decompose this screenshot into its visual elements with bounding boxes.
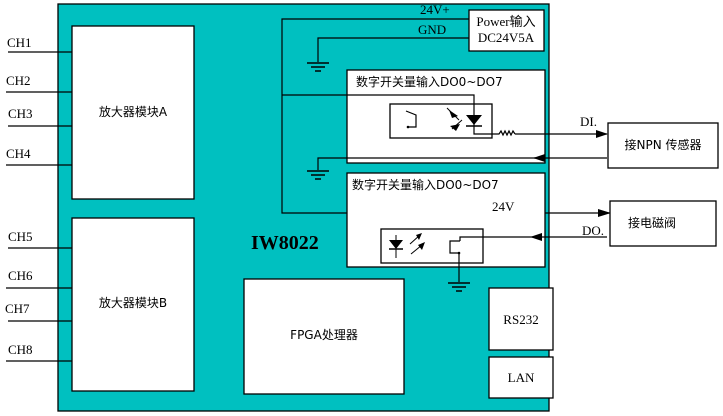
- lan-port-block: LAN: [488, 356, 554, 399]
- power-input-block: Power输入 DC24V5A: [468, 9, 545, 52]
- resistor-icon: [492, 129, 516, 137]
- dout-24v-label: 24V: [492, 199, 515, 214]
- channel-label: CH5: [8, 229, 33, 244]
- di-signal-label: DI.: [580, 114, 597, 129]
- amp-b-label: 放大器模块B: [99, 295, 167, 310]
- npn-sensor-block: 接NPN 传感器: [607, 122, 719, 169]
- channel-inputs-b: CH5 CH6 CH7 CH8: [5, 229, 72, 362]
- power-label-line1: Power输入: [476, 14, 535, 29]
- dout-title: 数字开关量输入DO0~DO7: [352, 177, 499, 192]
- do-signal-wire: [459, 236, 607, 241]
- device-model-title: IW8022: [251, 232, 319, 254]
- channel-label: CH4: [6, 146, 31, 161]
- optocoupler-icon: [380, 228, 484, 264]
- din-supply-wire: [282, 94, 492, 135]
- amplifier-module-a: 放大器模块A: [71, 25, 195, 200]
- channel-label: CH1: [7, 35, 32, 50]
- rs232-label: RS232: [503, 312, 538, 327]
- arrow-icon: [598, 209, 611, 217]
- arrow-icon: [530, 233, 542, 241]
- channel-inputs-a: CH1 CH2 CH3 CH4: [6, 35, 72, 166]
- npn-label: 接NPN 传感器: [624, 137, 701, 152]
- gnd-wire: [317, 37, 469, 62]
- din-title: 数字开关量输入DO0~DO7: [356, 74, 503, 89]
- solenoid-valve-block: 接电磁阀: [609, 200, 717, 247]
- amplifier-module-b: 放大器模块B: [71, 217, 195, 392]
- lan-label: LAN: [508, 370, 535, 385]
- channel-label: CH6: [8, 268, 33, 283]
- do-signal-label: DO.: [582, 223, 604, 238]
- channel-label: CH3: [8, 106, 33, 121]
- gnd-label: GND: [418, 22, 446, 37]
- digital-input-block: 数字开关量输入DO0~DO7: [346, 69, 546, 164]
- amp-a-label: 放大器模块A: [99, 104, 168, 119]
- channel-label: CH8: [8, 342, 33, 357]
- fpga-label: FPGA处理器: [290, 328, 358, 342]
- din-ground-wire: [317, 157, 545, 170]
- channel-label: CH2: [6, 73, 31, 88]
- 24v-plus-label: 24V+: [420, 2, 450, 17]
- digital-output-block: 数字开关量输入DO0~DO7 24V: [346, 172, 546, 268]
- power-label-line2: DC24V5A: [478, 30, 535, 45]
- fpga-processor-block: FPGA处理器: [243, 278, 405, 395]
- valve-label: 接电磁阀: [628, 215, 676, 230]
- rs232-port-block: RS232: [488, 287, 554, 351]
- channel-label: CH7: [5, 301, 30, 316]
